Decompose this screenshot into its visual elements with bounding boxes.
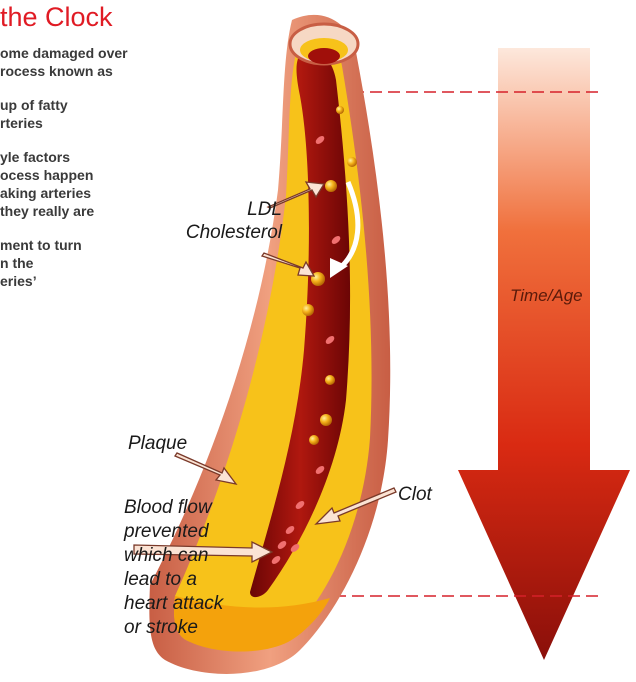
time-arrow [458,48,630,660]
clot-label: Clot [398,483,432,506]
ldl-particle [320,414,332,426]
blood-flow-label: Blood flow prevented which can lead to a… [124,496,223,640]
ldl-particle [347,157,357,167]
ldl-particle [325,375,335,385]
ldl-particle [325,180,337,192]
ldl-particle [309,435,319,445]
ldl-particle [336,106,344,114]
ldl-label: LDL Cholesterol [172,198,282,244]
ldl-particle [302,304,314,316]
plaque-label: Plaque [128,432,187,455]
time-age-label: Time/Age [510,284,583,307]
